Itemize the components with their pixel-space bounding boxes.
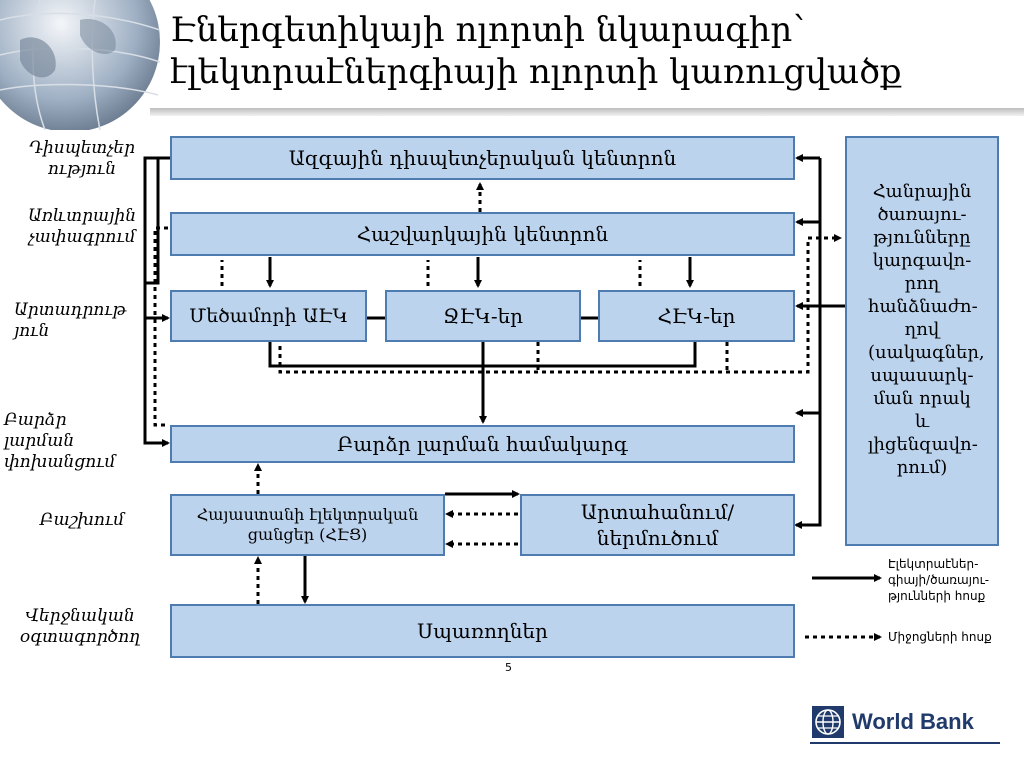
title-underline [150,108,1024,116]
page-title-line-2: էլեկտրաէներգիայի ոլորտի կառուցվածք [170,52,902,92]
box-high-voltage-system: Բարձր լարման համակարգ [170,425,795,463]
globe-graphic [0,0,160,130]
regulator-text: Հանրային ծառայու- թյունները կարգավո- րող… [868,181,985,478]
box-consumers: Սպառողներ [170,604,795,658]
world-bank-logo-text: World Bank [852,709,974,734]
label-generation: Արտադրութ յուն [14,300,127,341]
legend-dotted-label: Միջոցների հոսք [888,630,992,644]
world-bank-globe-icon [812,706,844,738]
dispatch-branch-settlement [145,158,160,285]
box-settlement-center: Հաշվարկային կենտրոն [170,212,795,256]
box-public-services-regulator: Հանրային ծառայու- թյունները կարգավո- րող… [845,136,999,546]
label-distribution: Բաշխում [39,510,125,530]
box-hpps: ՋԷԿ-եր [385,290,581,342]
label-dispatch: Դիսպետչեր ություն [28,138,136,179]
box-national-dispatch-center: Ազգային դիսպետչերական կենտրոն [170,136,795,180]
generation-dotted-collector [278,234,842,374]
box-export-import: Արտահանում/ ներմուծում [520,494,795,556]
box-metsamor-npp: Մեծամորի ԱԷԿ [170,290,367,342]
box-tpps: ՀԷԿ-եր [598,290,795,342]
label-end-users: Վերջնական օգտագործող [19,606,141,647]
box-electric-networks: Հայաստանի էլեկտրական ցանցեր (ՀԷՑ) [170,494,445,556]
page-number: 5 [505,661,512,674]
right-main-line [794,158,822,529]
legend-solid-label: Էլեկտրաէներ- գիայի/ծառայու- թյունների հո… [888,557,990,603]
logo-underline [810,742,1000,744]
label-high-voltage-transmission: Բարձր լարման փոխանցում [4,410,116,472]
label-commercial-metering: Առևտրային չափագրում [27,206,137,247]
left-dotted-bracket [153,226,168,427]
page-title-line-1: Էներգետիկայի ոլորտի նկարագիր` [170,10,810,50]
